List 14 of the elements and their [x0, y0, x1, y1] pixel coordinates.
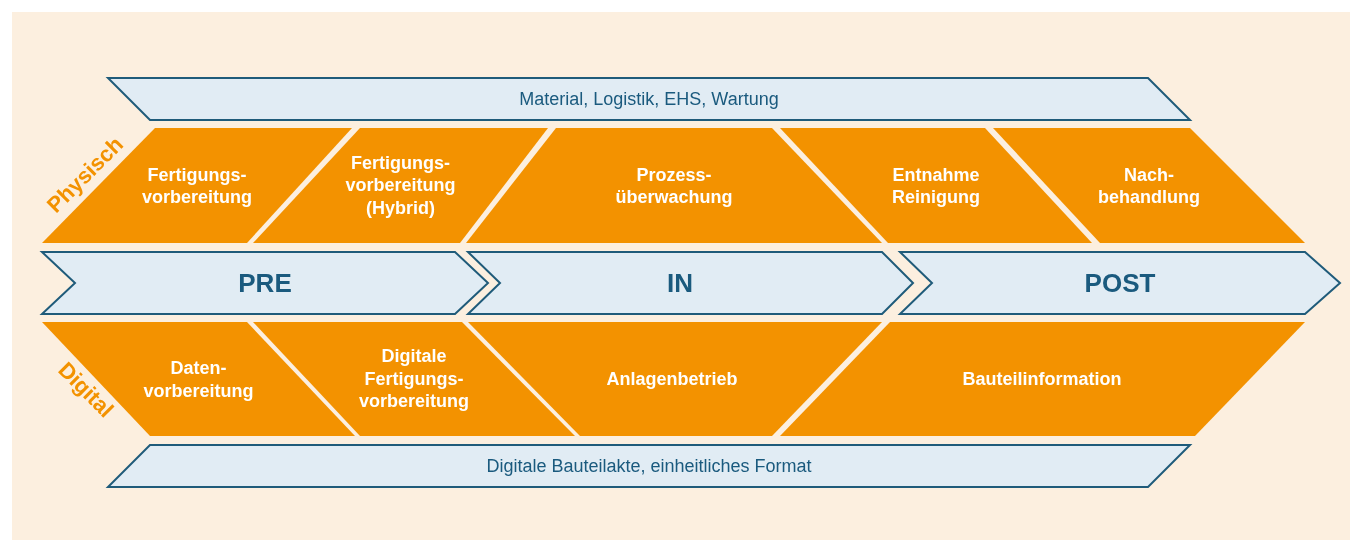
step-label: Prozess- überwachung [614, 163, 734, 208]
band-label: Material, Logistik, EHS, Wartung [518, 87, 780, 111]
step-label: Nach- behandlung [1097, 163, 1201, 208]
phase-label: PRE [237, 266, 293, 300]
phase-label: IN [666, 266, 694, 300]
phase-label: POST [1083, 266, 1157, 300]
step-label: Entnahme Reinigung [891, 163, 981, 208]
step-label: Bauteilinformation [961, 367, 1123, 391]
step-label: Fertigungs- vorbereitung [141, 163, 253, 208]
step-label: Fertigungs- vorbereitung (Hybrid) [344, 151, 457, 220]
step-label: Daten- vorbereitung [142, 356, 255, 402]
step-label: Anlagenbetrieb [605, 367, 739, 391]
step-label: Digitale Fertigungs- vorbereitung [358, 345, 470, 413]
band-label: Digitale Bauteilakte, einheitliches Format [485, 454, 813, 478]
